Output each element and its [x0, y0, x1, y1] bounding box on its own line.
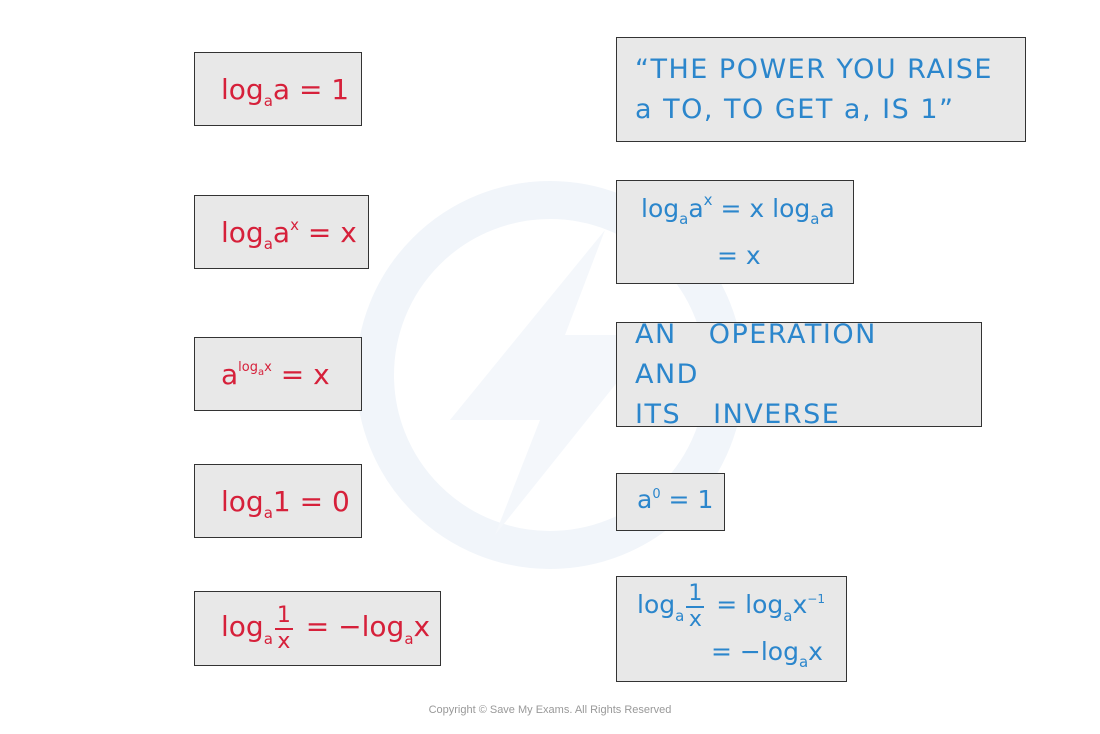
exponent: x — [290, 215, 299, 234]
explanation-text: “THE POWER YOU RAISE a TO, TO GET a, IS … — [617, 50, 1011, 130]
equation: loga1 = 0 — [195, 484, 350, 522]
explanation-line-1: AN OPERATION AND — [635, 318, 877, 390]
copyright-notice: Copyright © Save My Exams. All Rights Re… — [428, 704, 672, 716]
explanation-text: AN OPERATION AND ITS INVERSE — [617, 315, 981, 435]
log-base: a — [263, 629, 273, 648]
equation-rest: = x — [298, 215, 357, 249]
right-box-inverse-explanation: AN OPERATION AND ITS INVERSE — [616, 319, 982, 430]
equation-rest: = x — [271, 357, 330, 391]
log-base: a — [783, 606, 793, 625]
equation: a0 = 1 — [637, 484, 714, 514]
log-text: log — [221, 72, 264, 106]
equation-rest: = − — [296, 610, 362, 644]
log-text: log — [221, 215, 264, 249]
working-line-1: logaax = x logaa — [641, 190, 835, 228]
exponent: −1 — [807, 591, 825, 606]
equation: logaa = 1 — [195, 72, 350, 110]
log-base: a — [263, 503, 273, 522]
log-base: a — [810, 209, 820, 228]
explanation-line-2: ITS INVERSE — [635, 398, 841, 430]
log-text: log — [361, 610, 405, 644]
working-line-2: = x — [717, 240, 761, 270]
left-box-a-power-log-a-x: alogax = x — [194, 337, 362, 411]
left-box-log-a-of-a-power-x: logaax = x — [194, 195, 369, 269]
equation-rest: a = 1 — [272, 72, 350, 106]
explanation-line-2: a TO, TO GET a, IS 1” — [635, 93, 955, 125]
working: logaax = x logaa = x — [617, 187, 835, 278]
fraction-numerator: 1 — [274, 603, 293, 630]
log-text: log — [221, 610, 264, 644]
log-argument: a — [272, 215, 291, 249]
right-box-power-explanation: “THE POWER YOU RAISE a TO, TO GET a, IS … — [616, 37, 1026, 142]
log-base: a — [263, 234, 273, 253]
right-box-power-law-working: logaax = x logaa = x — [616, 180, 854, 284]
explanation-line-1: “THE POWER YOU RAISE — [635, 53, 993, 85]
log-base: a — [404, 629, 414, 648]
fraction-numerator: 1 — [686, 581, 705, 608]
log-base: a — [263, 91, 273, 110]
log-text: log — [221, 484, 264, 518]
left-box-log-a-of-a: logaa = 1 — [194, 52, 362, 126]
left-box-log-a-of-1: loga1 = 0 — [194, 464, 362, 538]
fraction-denominator: x — [277, 628, 291, 654]
log-base: a — [675, 606, 685, 625]
fraction-denominator: x — [688, 606, 702, 632]
equation: logaax = x — [195, 215, 357, 253]
equation-rest: 1 = 0 — [272, 484, 350, 518]
right-box-a-power-zero: a0 = 1 — [616, 473, 725, 531]
log-base: a — [679, 209, 689, 228]
equation: alogax = x — [195, 358, 330, 391]
exponent: 0 — [652, 486, 661, 502]
exponent-log: logax — [238, 359, 272, 378]
log-base: a — [798, 652, 809, 671]
working-line-2: = −logax — [711, 636, 823, 671]
exponent: x — [703, 190, 713, 209]
base-a: a — [221, 357, 239, 391]
log-argument: x — [413, 610, 431, 644]
